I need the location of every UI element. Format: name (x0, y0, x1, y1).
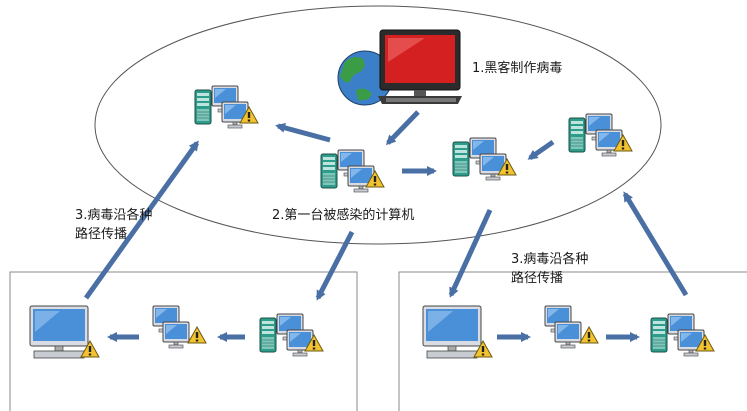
workstation-icon (453, 138, 516, 180)
arrow-hacker-to-first (385, 110, 420, 146)
workstation-icon (569, 114, 632, 156)
workstation-icon (153, 306, 206, 348)
workstation-icon (260, 314, 323, 356)
arrow-right-up (622, 191, 689, 297)
left-network-box (9, 271, 358, 411)
spread-label-right-line1: 3.病毒沿各种 (511, 252, 589, 267)
hacker-label: 1.黑客制作病毒 (472, 61, 563, 76)
network-ellipse (94, 5, 662, 245)
workstation-icon (321, 150, 384, 192)
desktop-monitor-icon (423, 306, 492, 358)
spread-label-left-line2: 路径传播 (75, 227, 128, 242)
arrow-farright-to-right (527, 139, 555, 161)
right-network-box (398, 271, 747, 411)
arrow-first-to-topleft (275, 122, 331, 143)
arrow-left-up (83, 140, 200, 300)
spread-label-left-line1: 3.病毒沿各种 (75, 208, 153, 223)
workstation-icon (651, 314, 714, 356)
spread-label-right-line2: 路径传播 (511, 271, 564, 286)
hacker-computer-icon (337, 29, 462, 106)
arrow-first-down-left (315, 230, 355, 301)
workstation-icon (545, 306, 598, 348)
desktop-monitor-icon (30, 306, 99, 358)
arrow-right-down (448, 208, 493, 298)
workstation-icon (195, 86, 258, 128)
first-infected-label: 2.第一台被感染的计算机 (272, 208, 415, 223)
